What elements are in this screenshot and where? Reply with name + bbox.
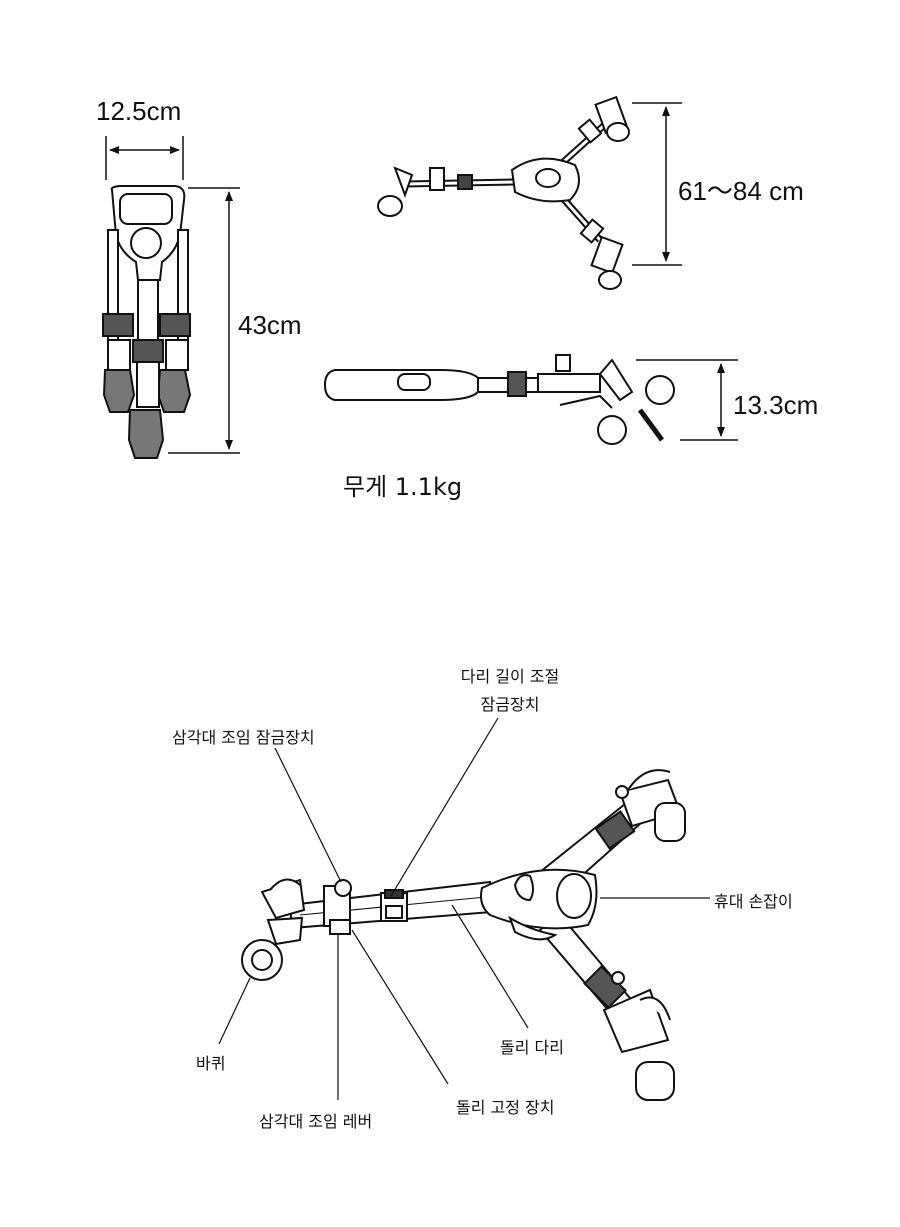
leg-length-lock-label: 다리 길이 조절 잠금장치 bbox=[430, 663, 590, 715]
folded-height-label: 13.3cm bbox=[733, 390, 819, 420]
dolly-leg-label: 돌리 다리 bbox=[500, 1038, 564, 1057]
height-dimension bbox=[168, 187, 240, 454]
callout-lines bbox=[218, 717, 710, 1100]
span-dimension bbox=[632, 102, 682, 266]
wheel-label: 바퀴 bbox=[196, 1054, 226, 1073]
leg-length-lock-line1: 다리 길이 조절 bbox=[460, 667, 560, 686]
tripod-clamp-lever-label: 삼각대 조임 레버 bbox=[259, 1112, 373, 1131]
height-label: 43cm bbox=[238, 310, 302, 340]
labelled-dolly-view bbox=[241, 769, 686, 1101]
folded-height-dimension bbox=[636, 359, 738, 441]
open-dolly-top-view bbox=[377, 95, 630, 290]
dolly-lock-label: 돌리 고정 장치 bbox=[456, 1098, 555, 1117]
leg-length-lock-line2: 잠금장치 bbox=[480, 695, 540, 714]
weight-label: 무게 1.1kg bbox=[343, 473, 463, 501]
tripod-clamp-lock-label: 삼각대 조임 잠금장치 bbox=[172, 728, 315, 747]
carry-handle-label: 휴대 손잡이 bbox=[714, 892, 793, 911]
folded-dolly-top-view bbox=[102, 185, 192, 459]
folded-dolly-side-view bbox=[323, 354, 675, 445]
width-dimension bbox=[105, 136, 184, 180]
span-label: 61〜84 cm bbox=[678, 176, 804, 206]
width-label: 12.5cm bbox=[96, 96, 182, 126]
